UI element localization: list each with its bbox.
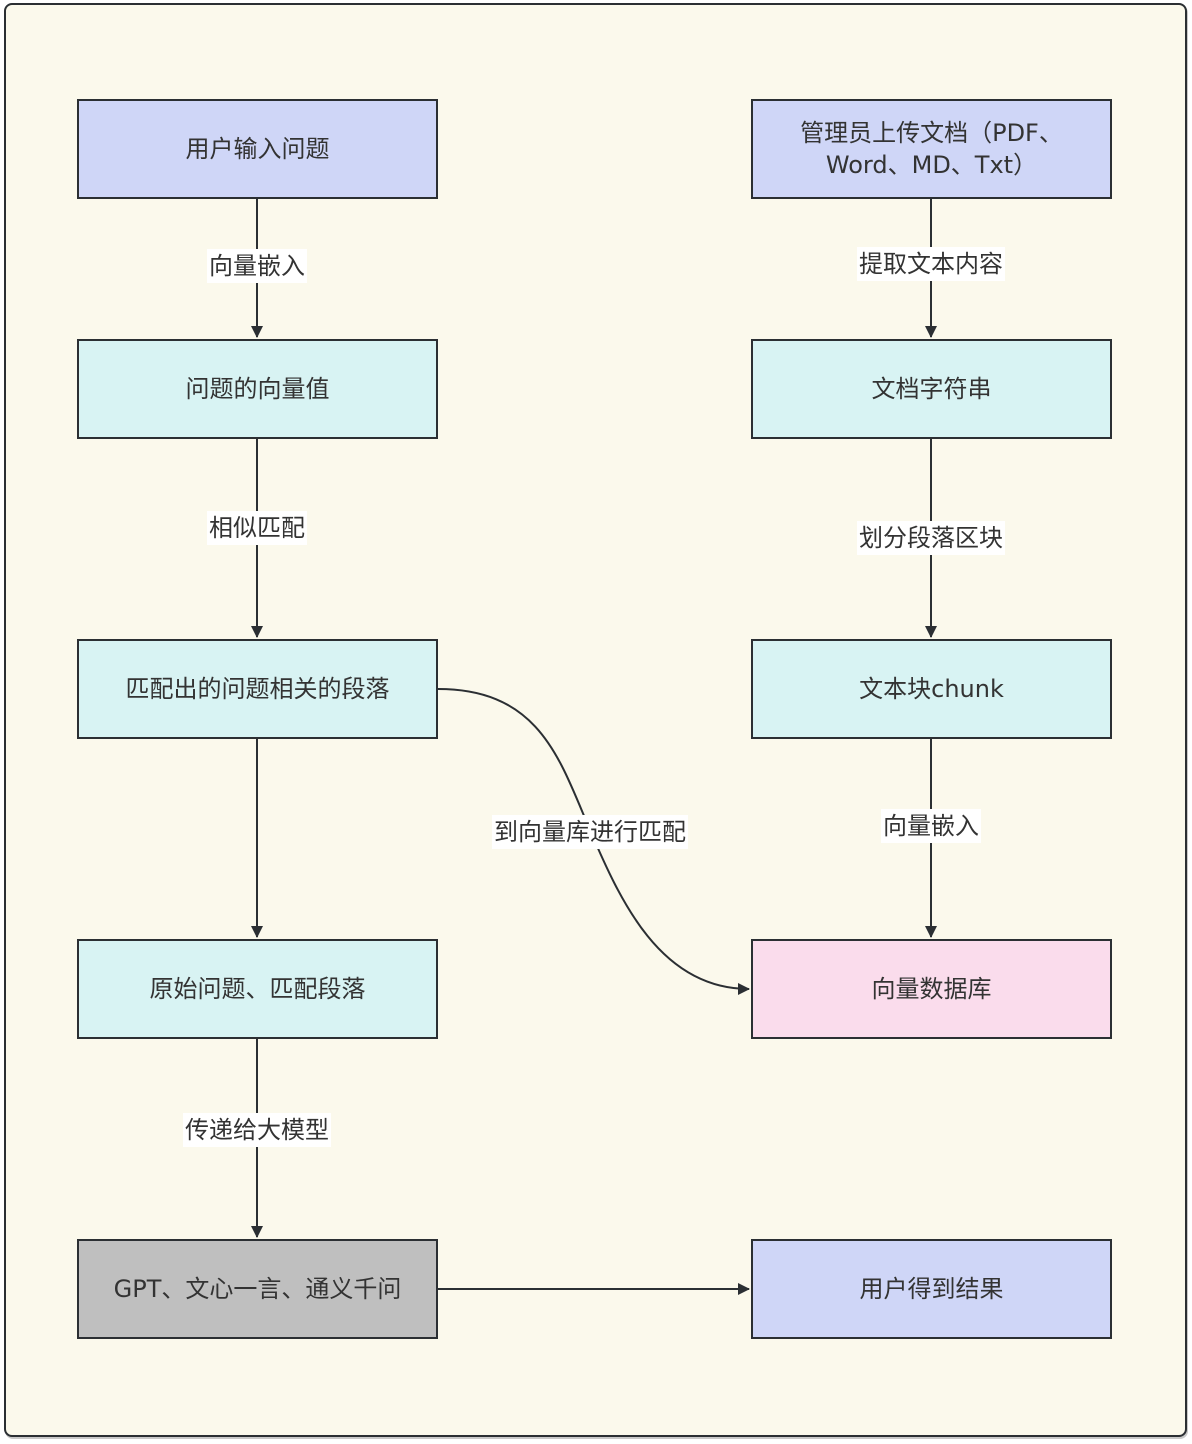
- edge-label-match-in-vector-db: 到向量库进行匹配: [492, 815, 688, 849]
- node-user-result[interactable]: 用户得到结果: [751, 1239, 1112, 1339]
- node-label: 匹配出的问题相关的段落: [125, 675, 390, 703]
- node-label: 用户得到结果: [859, 1275, 1004, 1303]
- node-label: 文本块chunk: [859, 675, 1004, 703]
- edge-label-embed-chunk: 向量嵌入: [881, 809, 981, 843]
- node-vector-db[interactable]: 向量数据库: [751, 939, 1112, 1039]
- edge-label-split-paragraphs: 划分段落区块: [857, 521, 1005, 555]
- node-original-and-matched[interactable]: 原始问题、匹配段落: [77, 939, 438, 1039]
- edge-label-pass-to-llm: 传递给大模型: [183, 1113, 331, 1147]
- node-label: 原始问题、匹配段落: [149, 975, 366, 1003]
- node-llms[interactable]: GPT、文心一言、通义千问: [77, 1239, 438, 1339]
- node-text-chunk[interactable]: 文本块chunk: [751, 639, 1112, 739]
- node-label: 问题的向量值: [185, 375, 330, 403]
- edge-label-embed-question: 向量嵌入: [207, 249, 307, 283]
- node-label: 用户输入问题: [185, 135, 330, 163]
- node-question-vector[interactable]: 问题的向量值: [77, 339, 438, 439]
- node-user-input[interactable]: 用户输入问题: [77, 99, 438, 199]
- node-doc-string[interactable]: 文档字符串: [751, 339, 1112, 439]
- node-label-line2: Word、MD、Txt）: [825, 151, 1038, 179]
- node-matched-paragraphs[interactable]: 匹配出的问题相关的段落: [77, 639, 438, 739]
- edge-label-extract-text: 提取文本内容: [857, 247, 1005, 281]
- edge-label-similarity-match: 相似匹配: [207, 511, 307, 545]
- node-admin-upload[interactable]: 管理员上传文档（PDF、 Word、MD、Txt）: [751, 99, 1112, 199]
- node-label: 向量数据库: [871, 975, 992, 1003]
- node-label: GPT、文心一言、通义千问: [113, 1275, 402, 1303]
- node-label: 文档字符串: [871, 375, 992, 403]
- node-label-line1: 管理员上传文档（PDF、: [800, 119, 1063, 147]
